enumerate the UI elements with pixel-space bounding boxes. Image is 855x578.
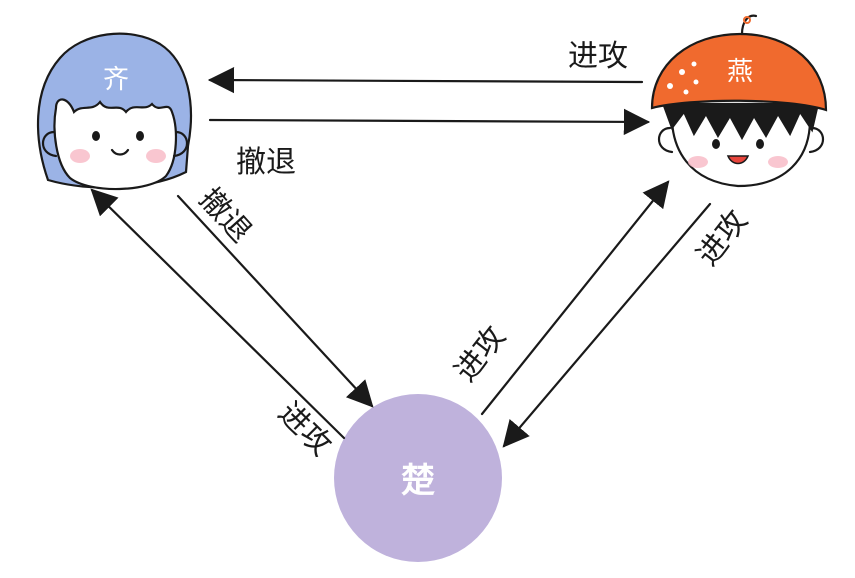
qi-face bbox=[53, 98, 178, 191]
arrow-chu-to-yan bbox=[480, 180, 670, 416]
yan-right-cheek bbox=[768, 156, 788, 168]
yan-hat bbox=[650, 32, 828, 112]
node-qi: 齐 bbox=[36, 32, 192, 191]
yan-hair bbox=[662, 102, 820, 141]
yan-hat-antenna bbox=[740, 14, 758, 36]
qi-left-cheek bbox=[70, 149, 90, 163]
yan-hat-stars bbox=[667, 61, 699, 95]
arrow-qi-to-yan bbox=[208, 108, 651, 136]
yan-label: 燕 bbox=[727, 57, 753, 87]
yan-right-eye bbox=[756, 139, 764, 149]
node-chu: 楚 bbox=[334, 394, 502, 562]
arrow-chu-to-qi bbox=[90, 188, 346, 440]
edge-label-yan-to-qi: 进攻 bbox=[568, 39, 628, 74]
edge-label-qi-to-chu: 撤退 bbox=[192, 182, 258, 250]
yan-right-ear bbox=[808, 126, 825, 154]
edge-label-chu-to-qi: 进攻 bbox=[271, 396, 338, 463]
qi-label: 齐 bbox=[103, 65, 129, 95]
yan-hat-tip bbox=[743, 16, 751, 24]
arrow-yan-to-qi bbox=[207, 66, 644, 94]
arrow-yan-to-chu bbox=[502, 202, 712, 448]
qi-left-eye bbox=[92, 131, 100, 141]
yan-mouth bbox=[726, 155, 750, 165]
qi-mouth bbox=[110, 148, 130, 156]
chu-circle bbox=[334, 394, 502, 562]
edge-label-chu-to-yan: 进攻 bbox=[448, 320, 513, 389]
yan-left-cheek bbox=[688, 156, 708, 168]
qi-right-eye bbox=[136, 131, 144, 141]
yan-left-eye bbox=[712, 139, 720, 149]
qi-left-ear bbox=[41, 130, 58, 158]
qi-right-cheek bbox=[146, 149, 166, 163]
qi-right-ear bbox=[172, 130, 189, 158]
yan-left-ear bbox=[657, 126, 674, 154]
arrow-qi-to-chu bbox=[176, 194, 374, 408]
edge-label-yan-to-chu: 进攻 bbox=[690, 204, 755, 273]
edge-label-qi-to-yan: 撤退 bbox=[236, 145, 296, 180]
node-yan: 燕 bbox=[650, 14, 828, 188]
chu-label: 楚 bbox=[401, 461, 435, 501]
